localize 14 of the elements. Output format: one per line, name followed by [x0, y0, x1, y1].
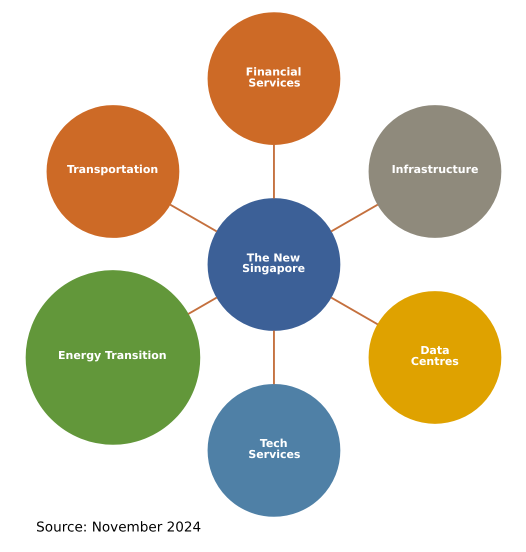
connector	[169, 204, 217, 232]
node-circle: Tech Services	[207, 384, 340, 517]
node-circle: Infrastructure	[368, 105, 501, 238]
node-circle: Transportation	[46, 105, 179, 238]
node-circle: Energy Transition	[25, 270, 200, 445]
connector	[272, 144, 274, 198]
connector	[330, 296, 378, 326]
node-circle: The New Singapore	[207, 198, 340, 331]
connector	[187, 296, 217, 315]
caption: Source: November 2024	[36, 519, 201, 536]
node-circle: Financial Services	[207, 12, 340, 145]
connector	[330, 204, 378, 232]
connector	[272, 330, 274, 384]
node-circle: Data Centres	[368, 291, 501, 424]
